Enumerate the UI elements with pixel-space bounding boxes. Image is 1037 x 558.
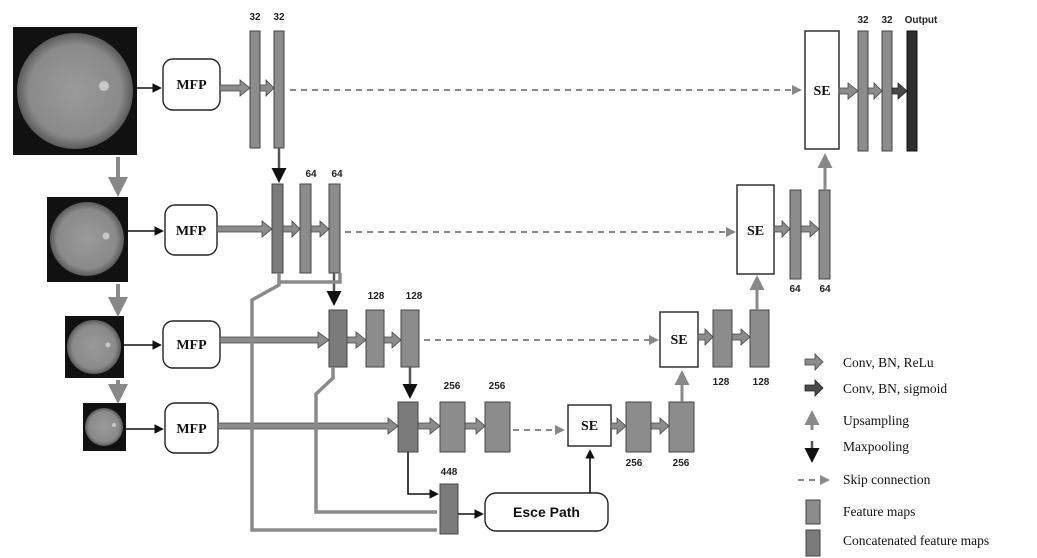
fundus-image-level-1 — [13, 27, 137, 155]
feature-map-d1-a — [858, 31, 868, 151]
conv-arrow-l3-a — [347, 332, 366, 348]
conv-arrow-d1-a — [839, 83, 858, 99]
channel-label-d2-b: 64 — [819, 284, 831, 295]
feature-map-l3-b — [401, 310, 419, 367]
legend-feature-maps: Feature maps — [843, 504, 915, 519]
conv-arrow-mfp4 — [218, 418, 398, 434]
channel-label-d4-a: 256 — [626, 458, 643, 469]
concat-map-l2 — [272, 184, 283, 273]
fundus-image-level-4 — [83, 403, 126, 451]
legend-concat-maps: Concatenated feature maps — [843, 533, 989, 548]
mfp-label-2: MFP — [176, 224, 207, 239]
legend-upsampling: Upsampling — [843, 413, 909, 428]
feature-map-d1-b — [882, 31, 892, 151]
concat-map-l4 — [398, 402, 418, 452]
mfp-label-4: MFP — [176, 422, 207, 437]
conv-arrow-l4-a — [418, 418, 440, 434]
conv-arrow-d3-a — [698, 329, 713, 345]
mfp-box-2: MFP — [165, 205, 217, 255]
channel-label-d3-b: 128 — [753, 377, 770, 388]
se-block-1: SE — [805, 31, 839, 149]
se-block-4: SE — [568, 405, 611, 446]
feature-map-l3-a — [366, 310, 384, 367]
output-label: Output — [905, 15, 938, 26]
channel-label-l2-a: 64 — [305, 169, 317, 180]
channel-label-l1-a: 32 — [249, 12, 261, 23]
feature-map-d3-b — [750, 310, 769, 367]
legend-skip: Skip connection — [843, 472, 931, 487]
channel-label-l3-a: 128 — [368, 291, 385, 302]
channel-label-l3-b: 128 — [406, 291, 423, 302]
conv-arrow-d2-a — [774, 221, 790, 237]
channel-label-d2-a: 64 — [789, 284, 801, 295]
legend-conv-relu: Conv, BN, ReLu — [843, 355, 934, 370]
legend-maxpooling: Maxpooling — [843, 439, 909, 454]
feature-map-d3-a — [713, 310, 732, 367]
l4-to-concat-arrow — [408, 452, 437, 494]
se-label-1: SE — [813, 84, 830, 99]
se-block-2: SE — [737, 185, 774, 274]
feature-map-d4-a — [626, 402, 651, 452]
feature-map-l4-b — [485, 402, 510, 452]
feature-map-l2-b — [329, 184, 340, 273]
feature-map-l1-a — [250, 31, 260, 148]
conv-arrow-d2-b — [801, 221, 819, 237]
output-map — [907, 31, 917, 151]
channel-label-l4-b: 256 — [489, 381, 506, 392]
mfp-box-4: MFP — [165, 403, 218, 453]
conv-arrow-l3-b — [384, 332, 401, 348]
feature-map-l1-b — [274, 31, 284, 148]
conv-arrow-d3-b — [732, 329, 750, 345]
legend-conv-relu-icon — [805, 354, 823, 370]
conv-arrow-d4-b — [651, 418, 669, 434]
channel-label-l4-a: 256 — [444, 381, 461, 392]
legend-conv-sigmoid-icon — [805, 380, 823, 396]
legend-feature-maps-icon — [806, 500, 820, 524]
mfp-box-3: MFP — [163, 321, 220, 368]
feature-map-l2-a — [300, 184, 311, 273]
conv-arrow-l2-a — [283, 221, 300, 237]
conv-arrow-l1 — [260, 80, 274, 96]
feature-map-d2-a — [790, 190, 801, 279]
conv-arrow-mfp3 — [220, 332, 329, 348]
channel-label-d4-b: 256 — [673, 458, 690, 469]
channel-label-448: 448 — [441, 467, 458, 478]
concat-map-l3 — [329, 310, 347, 367]
conv-arrow-l2-b — [311, 221, 329, 237]
conv-arrow-d4-a — [611, 418, 626, 434]
esce-path-label: Esce Path — [513, 504, 580, 520]
mfp-label-1: MFP — [176, 78, 207, 93]
fundus-image-level-3 — [65, 316, 124, 378]
feature-map-d2-b — [819, 190, 830, 279]
conv-arrow-mfp1 — [220, 80, 250, 96]
legend: Conv, BN, ReLu Conv, BN, sigmoid Upsampl… — [798, 354, 989, 556]
concat-map-448 — [440, 484, 458, 534]
se-block-3: SE — [660, 312, 698, 367]
esce-path-box: Esce Path — [485, 493, 608, 531]
mfp-label-3: MFP — [176, 338, 207, 353]
legend-conv-sigmoid: Conv, BN, sigmoid — [843, 381, 947, 396]
conv-arrow-l4-b — [465, 418, 485, 434]
channel-label-d3-a: 128 — [713, 377, 730, 388]
feature-map-d4-b — [669, 402, 694, 452]
feature-map-l4-a — [440, 402, 465, 452]
channel-label-l2-b: 64 — [331, 169, 343, 180]
legend-concat-maps-icon — [806, 530, 820, 556]
se-label-4: SE — [581, 419, 598, 434]
conv-arrow-d1-b — [868, 83, 882, 99]
mfp-box-1: MFP — [163, 59, 220, 110]
channel-label-d1-a: 32 — [857, 15, 869, 26]
channel-label-l1-b: 32 — [273, 12, 285, 23]
conv-arrow-mfp2 — [217, 221, 272, 237]
fundus-image-level-2 — [47, 197, 128, 282]
se-label-3: SE — [670, 333, 687, 348]
channel-label-d1-b: 32 — [881, 15, 893, 26]
se-label-2: SE — [747, 224, 764, 239]
conv-arrow-sigmoid-out — [892, 83, 907, 99]
